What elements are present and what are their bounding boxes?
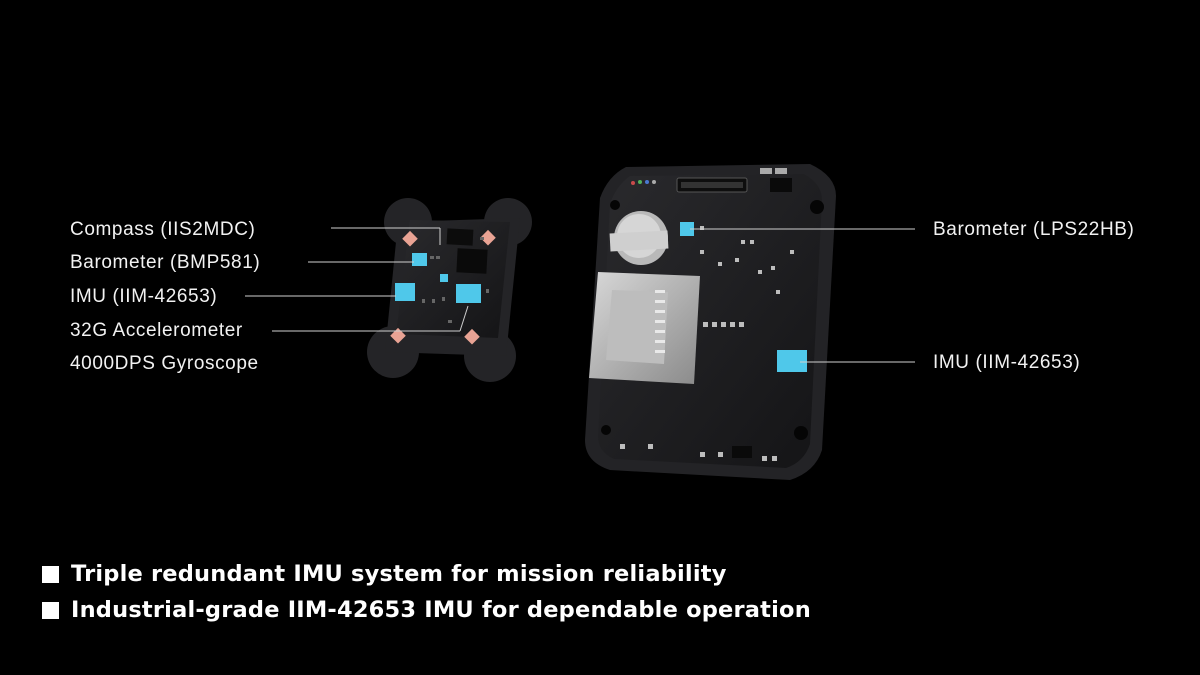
label-compass: Compass (IIS2MDC) — [70, 219, 256, 240]
main-flight-controller-board — [585, 164, 836, 480]
label-gyroscope: 4000DPS Gyroscope — [70, 353, 259, 374]
feature-item: Industrial-grade IIM-42653 IMU for depen… — [42, 592, 811, 628]
label-imu-left: IMU (IIM-42653) — [70, 286, 218, 307]
imu-chip-small-left — [395, 283, 415, 301]
leader-lines — [245, 227, 915, 363]
lps22hb-chip — [680, 222, 694, 236]
imu-chip-small-main — [456, 284, 481, 303]
small-imu-board — [367, 198, 532, 382]
feature-text: Industrial-grade IIM-42653 IMU for depen… — [71, 597, 811, 623]
label-accelerometer: 32G Accelerometer — [70, 320, 243, 341]
imu-chip-main — [777, 350, 807, 372]
feature-text: Triple redundant IMU system for mission … — [71, 561, 727, 587]
feature-list: Triple redundant IMU system for mission … — [42, 556, 811, 628]
bmp581-chip — [412, 253, 427, 266]
feature-item: Triple redundant IMU system for mission … — [42, 556, 811, 592]
square-bullet-icon — [42, 601, 59, 619]
square-bullet-icon — [42, 565, 59, 583]
label-imu-right: IMU (IIM-42653) — [933, 352, 1081, 373]
label-barometer-lps22hb: Barometer (LPS22HB) — [933, 219, 1135, 240]
label-barometer-bmp581: Barometer (BMP581) — [70, 252, 261, 273]
